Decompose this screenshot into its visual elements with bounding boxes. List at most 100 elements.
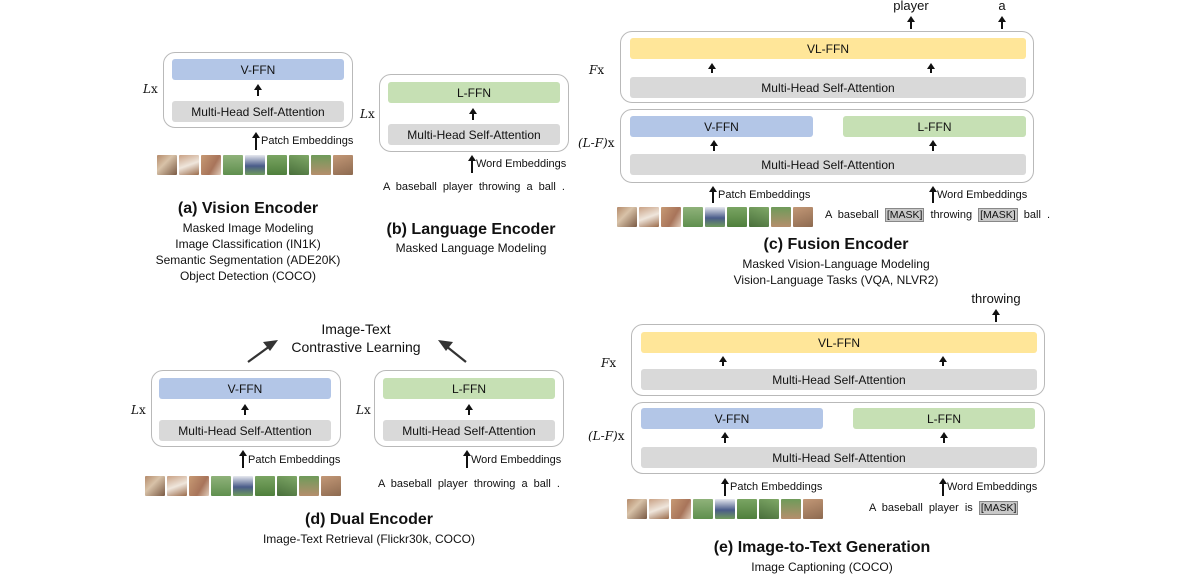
task-line: Image Classification (IN1K): [175, 237, 321, 251]
panel-c-title: (c) Fusion Encoder: [763, 236, 909, 253]
image-patch: [737, 499, 757, 519]
image-patch: [793, 207, 813, 227]
contrastive-arrows: [247, 340, 467, 363]
mhsa-layer: Multi-Head Self-Attention: [630, 77, 1026, 98]
image-patch: [167, 476, 187, 496]
task-line: Image-Text Retrieval (Flickr30k, COCO): [262, 532, 476, 546]
l-ffn-layer: L-FFN: [388, 82, 560, 103]
v-ffn-layer: V-FFN: [630, 116, 813, 137]
mask-token: [MASK]: [978, 501, 1019, 515]
image-patch: [693, 499, 713, 519]
arrow-line: [445, 345, 467, 363]
panel-a-tasks: Masked Image Modeling Image Classificati…: [156, 220, 341, 284]
panel-d-title: (d) Dual Encoder: [304, 511, 434, 528]
image-patch: [649, 499, 669, 519]
patch-embeddings-label: Patch Embeddings: [261, 135, 354, 147]
image-patch: [759, 499, 779, 519]
task-line: Masked Image Modeling: [182, 221, 314, 235]
vl-ffn-layer: VL-FFN: [641, 332, 1037, 353]
v-ffn-layer: V-FFN: [641, 408, 823, 429]
input-sentence: A baseball player throwing a ball .: [378, 478, 560, 490]
arrow-head-icon: [263, 340, 278, 351]
task-line: Semantic Segmentation (ADE20K): [155, 253, 341, 267]
word-embeddings-label: Word Embeddings: [471, 454, 562, 466]
image-patch: [201, 155, 221, 175]
output-token: player: [893, 0, 929, 13]
mhsa-layer: Multi-Head Self-Attention: [630, 154, 1026, 175]
image-patch: [157, 155, 177, 175]
output-token: a: [998, 0, 1006, 13]
image-patch: [705, 207, 725, 227]
panel-b-title: (b) Language Encoder: [386, 221, 556, 238]
sentence-text: A baseball: [825, 209, 879, 221]
output-token: throwing: [971, 291, 1021, 306]
task-line: Masked Vision-Language Modeling: [742, 257, 930, 271]
panel-c-tasks: Masked Vision-Language Modeling Vision-L…: [734, 256, 939, 288]
sentence-text: ball .: [1023, 209, 1051, 221]
image-patch: [311, 155, 331, 175]
image-patch: [639, 207, 659, 227]
image-patch: [627, 499, 647, 519]
word-embeddings-label: Word Embeddings: [947, 481, 1038, 493]
image-patches: [627, 499, 823, 519]
mhsa-layer: Multi-Head Self-Attention: [383, 420, 555, 441]
mhsa-layer: Multi-Head Self-Attention: [641, 369, 1037, 390]
layer-multiplier: Lx: [131, 403, 146, 417]
layer-multiplier: Lx: [143, 82, 158, 96]
image-patch: [299, 476, 319, 496]
image-patch: [289, 155, 309, 175]
image-patch: [727, 207, 747, 227]
image-patch: [781, 499, 801, 519]
image-patch: [267, 155, 287, 175]
masked-sentence: A baseball player is [MASK]: [869, 501, 1019, 515]
layer-multiplier: Lx: [356, 403, 371, 417]
v-ffn-layer: V-FFN: [159, 378, 331, 399]
image-patches: [157, 155, 353, 175]
panel-e-title: (e) Image-to-Text Generation: [713, 539, 931, 556]
image-patch: [683, 207, 703, 227]
image-patch: [189, 476, 209, 496]
image-patch: [321, 476, 341, 496]
mhsa-layer: Multi-Head Self-Attention: [172, 101, 344, 122]
patch-embeddings-label: Patch Embeddings: [730, 481, 823, 493]
task-line: Masked Language Modeling: [395, 241, 547, 255]
layer-multiplier: (L-F)x: [578, 136, 615, 150]
l-ffn-layer: L-FFN: [843, 116, 1026, 137]
mhsa-layer: Multi-Head Self-Attention: [388, 124, 560, 145]
image-patch: [333, 155, 353, 175]
image-patch: [277, 476, 297, 496]
masked-sentence: A baseball [MASK] throwing [MASK] ball .: [825, 208, 1051, 222]
word-embeddings-label: Word Embeddings: [476, 158, 567, 170]
v-ffn-layer: V-FFN: [172, 59, 344, 80]
image-patch: [233, 476, 253, 496]
patch-embeddings-label: Patch Embeddings: [248, 454, 341, 466]
arrow-head-icon: [438, 340, 453, 351]
layer-multiplier: (L-F)x: [588, 429, 625, 443]
sentence-text: A baseball player is: [869, 502, 973, 514]
image-patch: [211, 476, 231, 496]
image-patch: [255, 476, 275, 496]
word-embeddings-label: Word Embeddings: [937, 189, 1028, 201]
image-patch: [671, 499, 691, 519]
image-patch: [179, 155, 199, 175]
mask-token: [MASK]: [978, 208, 1018, 222]
objective-line: Image-Text: [321, 321, 391, 337]
layer-multiplier: Lx: [360, 107, 375, 121]
input-sentence: A baseball player throwing a ball .: [383, 181, 565, 193]
layer-multiplier: Fx: [601, 356, 617, 370]
image-patch: [661, 207, 681, 227]
l-ffn-layer: L-FFN: [383, 378, 555, 399]
l-ffn-layer: L-FFN: [853, 408, 1035, 429]
sentence-text: throwing: [930, 209, 973, 221]
image-patch: [245, 155, 265, 175]
vl-ffn-layer: VL-FFN: [630, 38, 1026, 59]
image-patch: [749, 207, 769, 227]
image-patch: [617, 207, 637, 227]
image-patch: [145, 476, 165, 496]
panel-d-tasks: Image-Text Retrieval (Flickr30k, COCO): [263, 531, 475, 547]
arrow-line: [247, 345, 271, 363]
image-patch: [715, 499, 735, 519]
image-patch: [803, 499, 823, 519]
task-line: Object Detection (COCO): [179, 269, 317, 283]
task-line: Image Captioning (COCO): [751, 560, 893, 574]
